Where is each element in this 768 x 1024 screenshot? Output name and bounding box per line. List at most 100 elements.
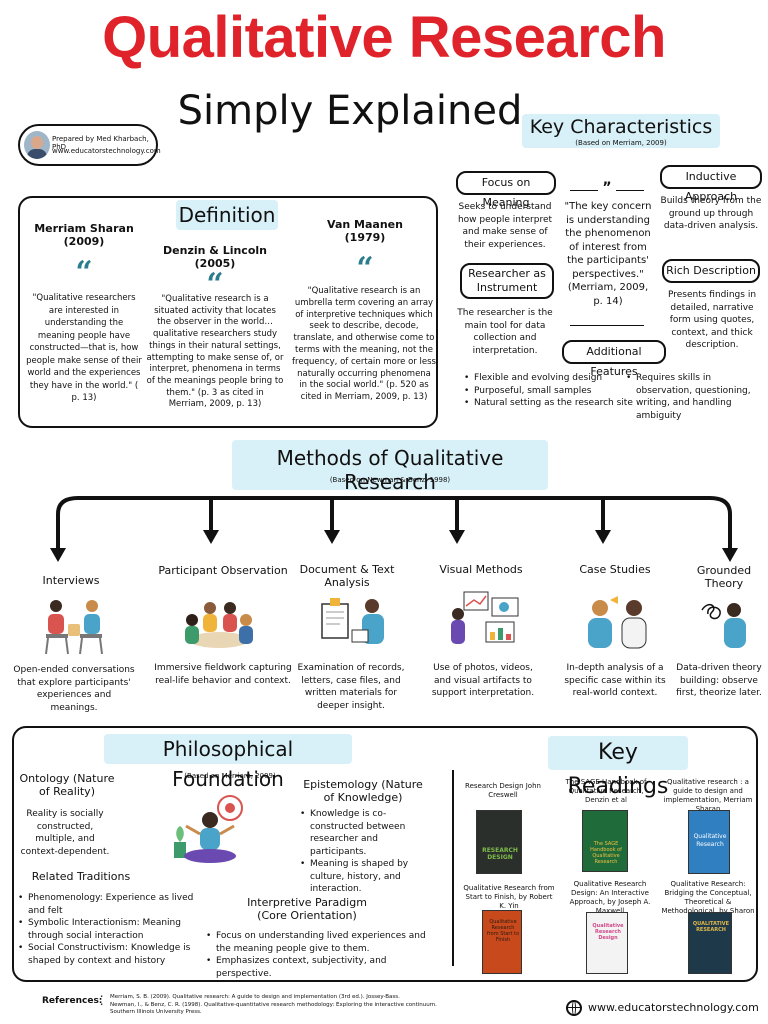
book-caption-2: The SAGE Handbook of Qualitative Researc…: [565, 778, 647, 804]
footer-website-link[interactable]: www.educatorstechnology.com: [588, 1001, 759, 1014]
page-title: Qualitative Research: [102, 5, 666, 70]
book-caption-3: Qualitative research : a guide to design…: [663, 778, 753, 813]
ontology-title: Ontology (Nature of Reality): [19, 772, 115, 798]
list-item: Meaning is shaped by culture, history, a…: [300, 858, 436, 896]
document-analysis-illustration: [321, 598, 384, 644]
features-left-list: Flexible and evolving design Purposeful,…: [464, 372, 644, 410]
ontology-text: Reality is socially constructed, multipl…: [20, 809, 110, 857]
quote-icon: ”: [598, 180, 616, 196]
book-cover-6: QUALITATIVE RESEARCH: [688, 912, 732, 974]
methods-heading: Methods of Qualitative Research: [276, 446, 504, 494]
definition-text-denzin: "Qualitative research is a situated acti…: [146, 294, 284, 410]
methods-source: (Based on Newman & Benz, 1998): [329, 476, 451, 484]
related-traditions-title: Related Traditions: [31, 870, 131, 883]
researcher-instrument-label: Researcher as Instrument: [460, 263, 554, 299]
list-item: Focus on understanding lived experiences…: [206, 930, 442, 955]
method-text-interviews: Open-ended conversations that explore pa…: [13, 665, 135, 713]
quote-icon: “: [356, 251, 374, 286]
definition-year-merriam: (2009): [63, 235, 105, 248]
key-quote: "The key concern is understanding the ph…: [564, 201, 652, 307]
grounded-theory-illustration: [701, 603, 746, 648]
definition-heading: Definition: [176, 200, 278, 230]
list-item: Requires skills in observation, question…: [626, 372, 766, 422]
author-badge: Prepared by Med Kharbach, PhD www.educat…: [18, 124, 161, 166]
focus-on-meaning-label: Focus on Meaning: [456, 171, 556, 209]
definition-year-vanmaanen: (1979): [344, 231, 386, 244]
key-characteristics-title: Key Characteristics: [529, 116, 713, 138]
key-readings-heading: Key Readings: [548, 736, 688, 799]
method-title-grounded-theory: Grounded Theory: [696, 564, 752, 590]
avatar: [24, 131, 50, 159]
list-item: Emphasizes context, subjectivity, and pe…: [206, 955, 442, 980]
book-caption-1: Research Design John Creswell: [465, 782, 541, 799]
method-title-interviews: Interviews: [42, 574, 100, 587]
key-characteristics-source: (Based on Merriam, 2009): [575, 139, 667, 147]
rich-description-label: Rich Description: [662, 259, 760, 283]
philosophy-source: (Based on Merriam, 2009): [184, 772, 276, 780]
method-title-participant-observation: Participant Observation: [158, 564, 288, 577]
inductive-approach-text: Builds theory from the ground up through…: [660, 196, 762, 231]
focus-on-meaning-text: Seeks to understand how people interpret…: [457, 202, 553, 250]
list-item: Newman, I., & Benz, C. R. (1998). Qualit…: [100, 1002, 450, 1017]
references-list: Merriam, S. B. (2009). Qualitative resea…: [100, 994, 450, 1017]
list-item: Purposeful, small samples: [464, 385, 644, 398]
list-item: Natural setting as the research site: [464, 397, 644, 410]
case-studies-illustration: [588, 596, 647, 649]
method-text-visual-methods: Use of photos, videos, and visual artifa…: [431, 663, 535, 698]
book-cover-4: Qualitative Research from Start to Finis…: [482, 910, 522, 974]
epistemology-list: Knowledge is co-constructed between rese…: [300, 808, 436, 896]
book-cover-2: The SAGE Handbook of Qualitative Researc…: [582, 810, 628, 872]
list-item: Knowledge is co-constructed between rese…: [300, 808, 436, 858]
methods-arrow-tree: [50, 496, 738, 562]
philosophical-foundation-heading: Philosophical Foundation: [104, 734, 352, 791]
epistemology-title: Epistemology (Nature of Knowledge): [303, 778, 423, 804]
interpretive-paradigm-title: Interpretive Paradigm (Core Orientation): [247, 896, 367, 922]
list-item: Flexible and evolving design: [464, 372, 644, 385]
method-text-case-studies: In-depth analysis of a specific case wit…: [564, 663, 666, 698]
book-cover-3: Qualitative Research: [688, 810, 730, 874]
definition-box: [18, 196, 438, 428]
book-cover-1: RESEARCH DESIGN: [476, 810, 522, 874]
definition-text-merriam: "Qualitative researchers are interested …: [26, 293, 142, 403]
readings-divider: [452, 770, 454, 966]
method-text-document-analysis: Examination of records, letters, case fi…: [297, 663, 405, 711]
definition-author-merriam: Merriam Sharan: [34, 222, 134, 235]
definition-text-vanmaanen: "Qualitative research is an umbrella ter…: [292, 286, 436, 403]
meditation-illustration: [174, 795, 243, 863]
participant-observation-illustration: [185, 602, 253, 648]
additional-features-label: Additional Features: [562, 340, 666, 378]
method-title-visual-methods: Visual Methods: [439, 563, 523, 576]
researcher-instrument-text: The researcher is the main tool for data…: [457, 308, 553, 356]
page-subtitle: Simply Explained: [177, 88, 523, 134]
book-cover-5: Qualitative Research Design: [586, 912, 628, 974]
method-title-document-analysis: Document & Text Analysis: [299, 563, 395, 589]
list-item: Symbolic Interactionism: Meaning through…: [18, 917, 198, 942]
methods-heading-bg: [232, 440, 548, 490]
interpretive-paradigm-list: Focus on understanding lived experiences…: [206, 930, 442, 980]
list-item: Merriam, S. B. (2009). Qualitative resea…: [100, 994, 450, 1002]
author-name: Prepared by Med Kharbach, PhD: [52, 135, 149, 151]
definition-year-denzin: (2005): [194, 257, 236, 270]
interviews-illustration: [45, 600, 103, 655]
list-item: Phenomenology: Experience as lived and f…: [18, 892, 198, 917]
list-item: Social Constructivism: Knowledge is shap…: [18, 942, 198, 967]
visual-methods-illustration: [451, 591, 519, 644]
method-text-grounded-theory: Data-driven theory building: observe fir…: [676, 663, 762, 698]
author-website: www.educatorstechnology.com: [52, 147, 161, 155]
quote-divider-bottom: [570, 325, 644, 326]
quote-icon: “: [75, 255, 93, 290]
quote-icon: “: [206, 267, 224, 302]
book-caption-4: Qualitative Research from Start to Finis…: [463, 884, 555, 910]
book-caption-5: Qualitative Research Design: An Interact…: [569, 880, 651, 915]
inductive-approach-label: Inductive Approach: [660, 165, 762, 203]
definition-author-vanmaanen: Van Maanen: [327, 218, 403, 231]
rich-description-text: Presents findings in detailed, narrative…: [667, 290, 757, 350]
globe-icon: [566, 1000, 582, 1016]
related-traditions-list: Phenomenology: Experience as lived and f…: [18, 892, 198, 967]
key-characteristics-heading: [522, 114, 720, 148]
method-title-case-studies: Case Studies: [579, 563, 651, 576]
method-text-participant-observation: Immersive fieldwork capturing real-life …: [154, 663, 292, 686]
features-right-list: Requires skills in observation, question…: [626, 372, 766, 422]
definition-author-denzin: Denzin & Lincoln: [163, 244, 267, 257]
references-label: References:: [42, 996, 103, 1006]
